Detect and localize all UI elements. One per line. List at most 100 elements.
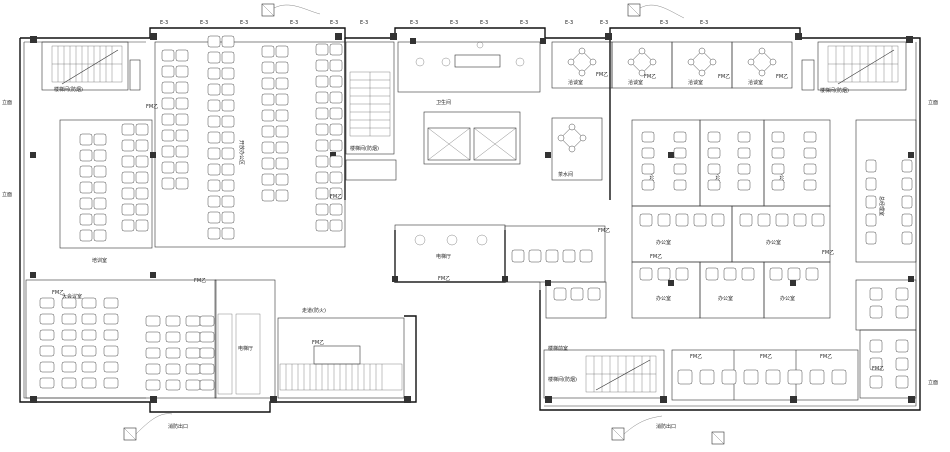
fire-door-tag: FM乙 xyxy=(146,103,158,110)
chair xyxy=(707,163,721,175)
chair xyxy=(707,131,721,143)
meet-2-label: 洽谈室 xyxy=(628,79,643,86)
chair xyxy=(865,195,877,209)
fire-exit-label-e: 消防出口 xyxy=(656,423,676,430)
chair xyxy=(895,305,909,319)
chair xyxy=(121,123,135,136)
chair xyxy=(587,287,601,301)
chair xyxy=(165,347,181,359)
chair xyxy=(93,213,107,226)
chair xyxy=(275,141,289,154)
stair-core-label: 楼梯间(防烟) xyxy=(350,145,379,152)
chair xyxy=(711,213,725,227)
chair xyxy=(275,93,289,106)
chair xyxy=(145,315,161,327)
chair xyxy=(93,149,107,162)
chair xyxy=(207,83,221,96)
chair xyxy=(221,83,235,96)
office-g-label: 办公室 xyxy=(718,295,733,302)
chair xyxy=(771,131,785,143)
side-mark-w2: 立面 xyxy=(2,191,12,198)
chair xyxy=(39,345,55,357)
chair xyxy=(103,329,119,341)
fire-door-tag: FM乙 xyxy=(872,365,884,372)
office-d-label: 办公室 xyxy=(656,239,671,246)
chair xyxy=(221,163,235,176)
chair xyxy=(81,313,97,325)
stair-s-label: 楼梯间(防烟) xyxy=(548,376,577,383)
chair xyxy=(805,267,819,281)
structural-columns xyxy=(30,33,915,403)
chair xyxy=(803,163,817,175)
chair xyxy=(901,213,913,227)
chair xyxy=(199,315,215,327)
chair xyxy=(161,161,175,174)
chair xyxy=(207,115,221,128)
chair xyxy=(81,329,97,341)
chair xyxy=(135,187,149,200)
chair xyxy=(673,131,687,143)
chair xyxy=(639,213,653,227)
chair xyxy=(329,219,343,232)
office-c-label: 办公室 xyxy=(778,170,785,185)
chair xyxy=(329,123,343,136)
chair xyxy=(121,155,135,168)
chair xyxy=(207,99,221,112)
chair xyxy=(553,287,567,301)
meet-4-label: 洽谈室 xyxy=(748,79,763,86)
chair xyxy=(677,369,693,385)
chair xyxy=(707,147,721,159)
chair xyxy=(723,267,737,281)
chair xyxy=(641,147,655,159)
chair xyxy=(675,267,689,281)
chair xyxy=(135,219,149,232)
fire-door-tag: FM乙 xyxy=(596,71,608,78)
chair xyxy=(161,65,175,78)
chair xyxy=(570,287,584,301)
stair-ne-label: 楼梯间(防烟) xyxy=(820,87,849,94)
chair xyxy=(81,345,97,357)
chair xyxy=(93,133,107,146)
chair xyxy=(175,161,189,174)
chair xyxy=(707,179,721,191)
chair xyxy=(275,125,289,138)
chair xyxy=(329,91,343,104)
chair xyxy=(675,213,689,227)
fire-door-tag: FM乙 xyxy=(330,193,342,200)
chair xyxy=(221,147,235,160)
fire-door-tag: FM乙 xyxy=(438,275,450,282)
section-mark: E-3 xyxy=(240,20,248,26)
chair xyxy=(93,197,107,210)
chair xyxy=(315,139,329,152)
fire-door-tag: FM乙 xyxy=(650,253,662,260)
chair xyxy=(261,173,275,186)
chair xyxy=(315,91,329,104)
chair xyxy=(93,165,107,178)
chair xyxy=(261,157,275,170)
chair xyxy=(809,369,825,385)
chair xyxy=(261,189,275,202)
chair xyxy=(207,211,221,224)
chair xyxy=(61,313,77,325)
fire-door-tag: FM乙 xyxy=(52,289,64,296)
chair xyxy=(329,59,343,72)
chair xyxy=(161,145,175,158)
chair xyxy=(79,133,93,146)
chair xyxy=(165,315,181,327)
chair xyxy=(121,139,135,152)
meet-3-label: 洽谈室 xyxy=(688,79,703,86)
chair xyxy=(175,97,189,110)
chair xyxy=(275,61,289,74)
chair xyxy=(275,45,289,58)
chair xyxy=(765,369,781,385)
chair xyxy=(275,173,289,186)
chair xyxy=(737,131,751,143)
chair xyxy=(221,35,235,48)
chair xyxy=(79,197,93,210)
chair xyxy=(757,213,771,227)
chair xyxy=(93,181,107,194)
chair xyxy=(743,369,759,385)
chair xyxy=(161,113,175,126)
chair xyxy=(721,369,737,385)
